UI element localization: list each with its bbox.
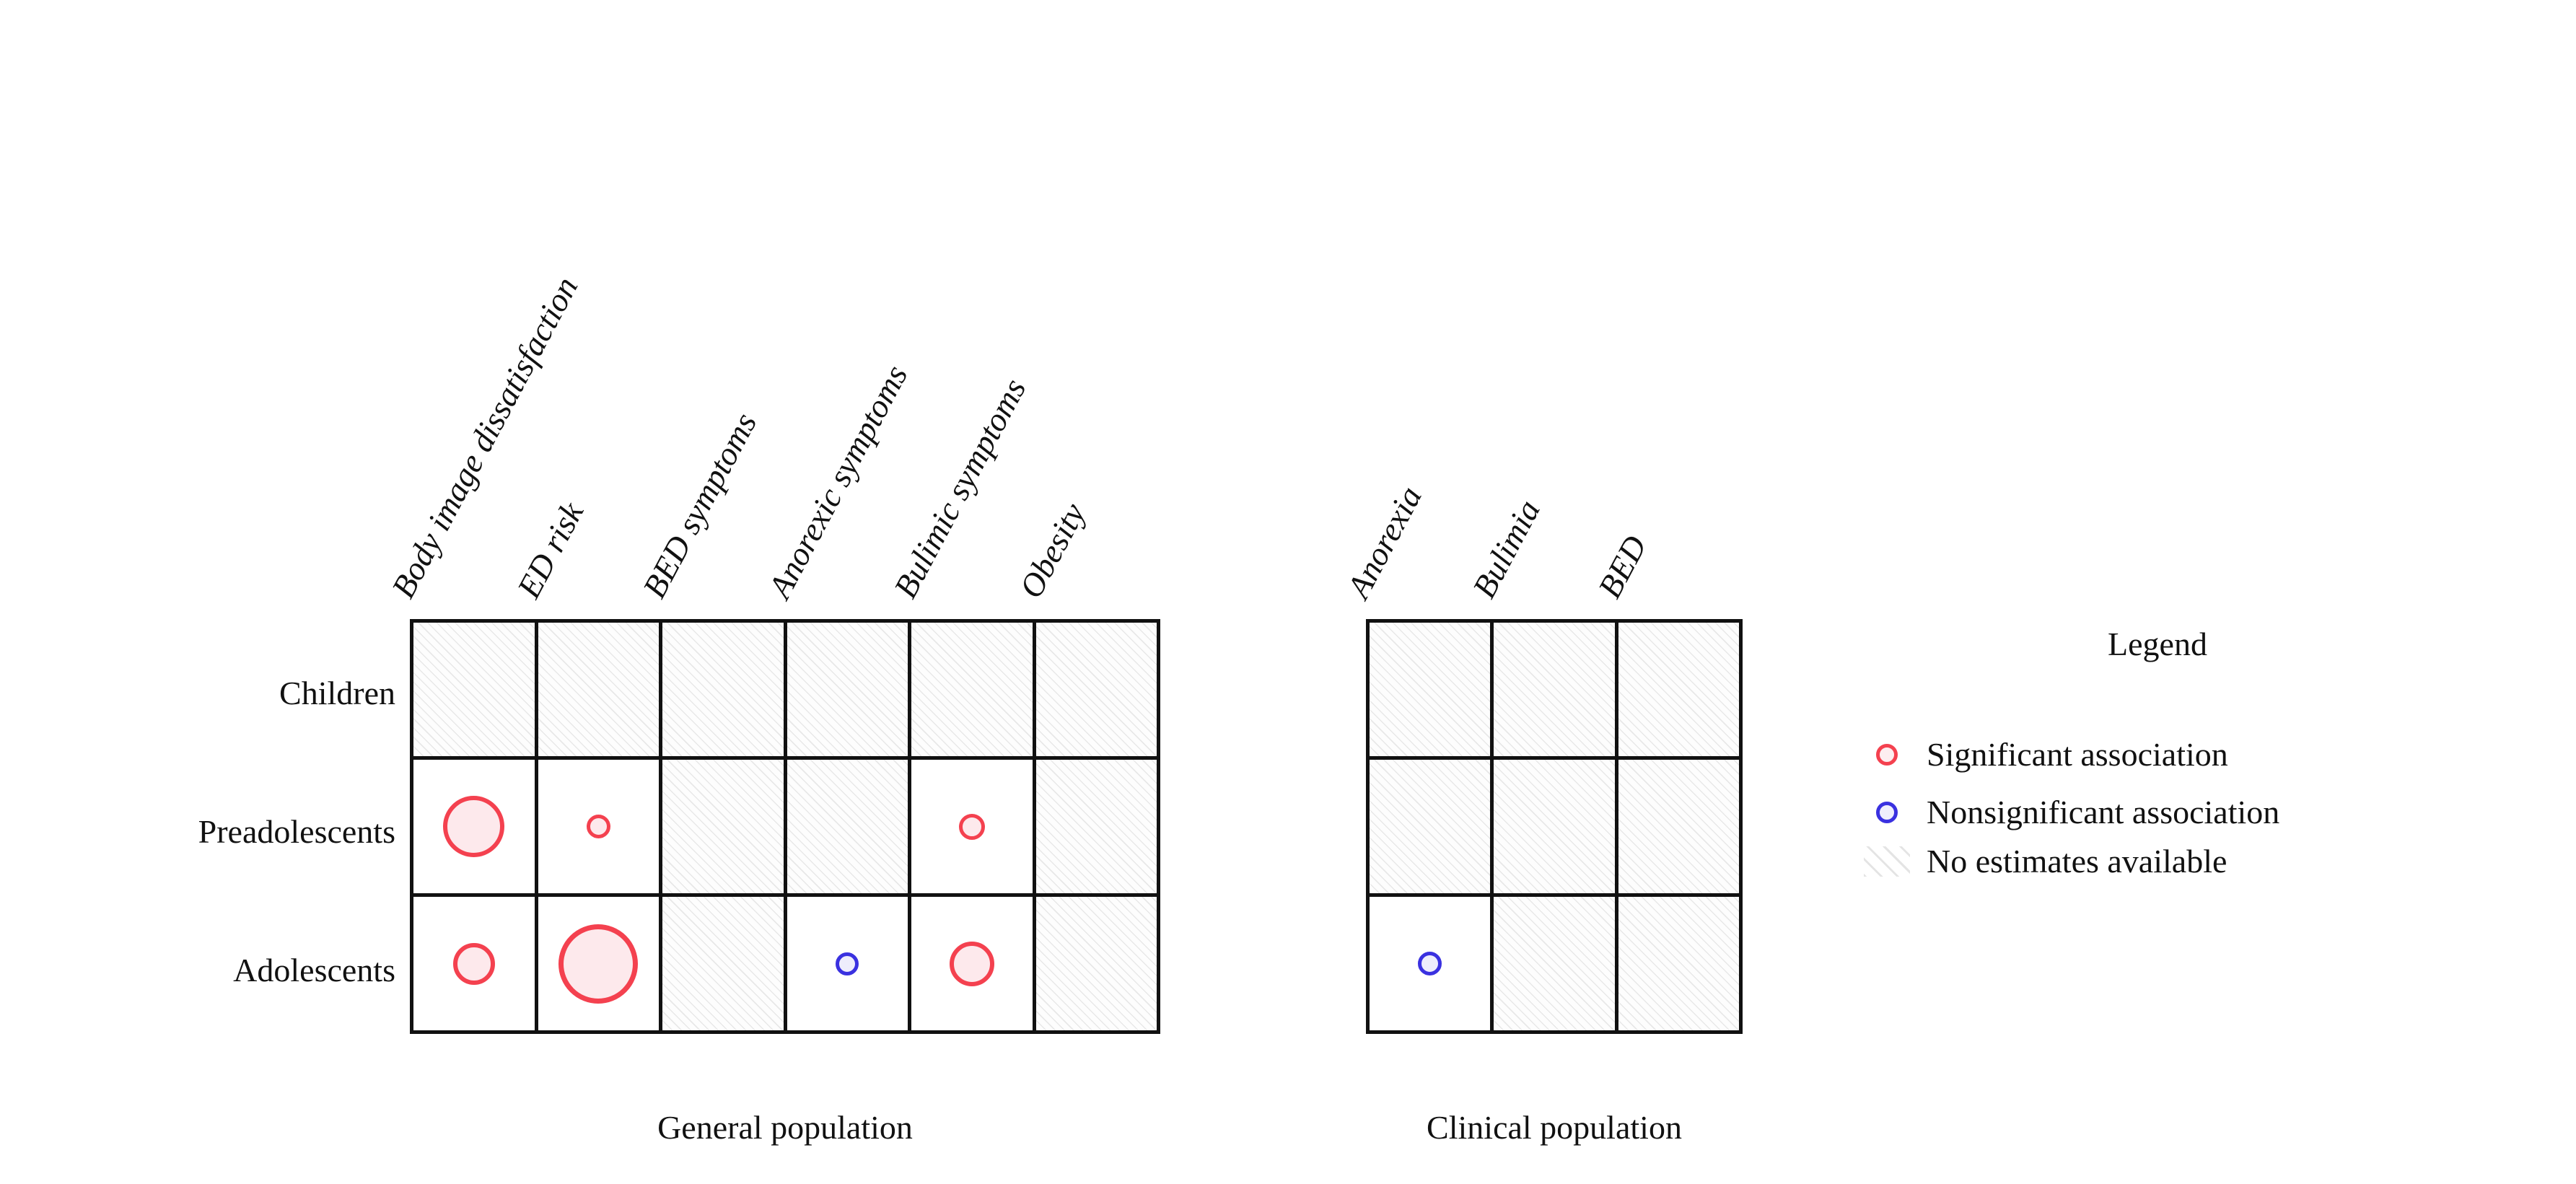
cell-adolescents-anorexic-symptoms[interactable]: [787, 897, 908, 1030]
column-label-bed-symptoms: BED symptoms: [635, 406, 764, 604]
column-label-anorexia: Anorexia: [1339, 480, 1429, 604]
caption-clinical-population: Clinical population: [1427, 1109, 1682, 1146]
cell-preadolescents-bed[interactable]: [1618, 760, 1739, 893]
bubble-significant: [958, 813, 985, 840]
blue-circle-icon: [1876, 802, 1898, 823]
legend-title: Legend: [2108, 626, 2207, 662]
cell-preadolescents-obesity[interactable]: [1035, 760, 1157, 893]
cell-children-bed[interactable]: [1618, 623, 1739, 756]
cell-adolescents-bulimia[interactable]: [1494, 897, 1615, 1030]
legend-label-no-estimates: No estimates available: [1927, 843, 2227, 880]
cell-preadolescents-anorexia[interactable]: [1370, 760, 1491, 893]
red-circle-icon: [1876, 744, 1898, 766]
cell-children-anorexia[interactable]: [1370, 623, 1491, 756]
cell-children-ed-risk[interactable]: [538, 623, 659, 756]
legend-item-significant: Significant association: [1847, 734, 2576, 775]
legend-label-nonsignificant: Nonsignificant association: [1927, 794, 2280, 830]
row-label-children: Children: [279, 675, 395, 711]
bubble-nonsignificant: [836, 952, 859, 975]
column-label-anorexic-symptoms: Anorexic symptoms: [761, 359, 915, 604]
general-population-grid: [410, 619, 1160, 1034]
legend-swatch-significant: [1847, 744, 1927, 766]
column-label-ed-risk: ED risk: [509, 496, 591, 604]
column-label-obesity: Obesity: [1012, 496, 1092, 604]
bubble-significant: [949, 941, 994, 986]
legend-item-no-estimates: No estimates available: [1847, 841, 2576, 882]
legend-swatch-nonsignificant: [1847, 802, 1927, 823]
cell-preadolescents-bulimia[interactable]: [1494, 760, 1615, 893]
bubble-significant: [452, 942, 495, 985]
legend: Legend Significant association Nonsignif…: [1847, 628, 2576, 887]
cell-children-anorexic-symptoms[interactable]: [787, 623, 908, 756]
bubble-significant: [443, 796, 505, 857]
row-label-preadolescents: Preadolescents: [198, 813, 395, 850]
cell-children-bed-symptoms[interactable]: [662, 623, 784, 756]
bubble-nonsignificant: [1418, 952, 1442, 975]
cell-preadolescents-body-image-dissatisfaction[interactable]: [413, 760, 535, 893]
column-label-bed: BED: [1590, 530, 1654, 604]
hatch-swatch-icon: [1864, 846, 1910, 877]
bubble-significant: [558, 924, 639, 1004]
cell-preadolescents-ed-risk[interactable]: [538, 760, 659, 893]
cell-children-obesity[interactable]: [1035, 623, 1157, 756]
legend-label-significant: Significant association: [1927, 736, 2228, 773]
cell-adolescents-obesity[interactable]: [1035, 897, 1157, 1030]
column-label-bulimic-symptoms: Bulimic symptoms: [886, 372, 1033, 604]
cell-children-body-image-dissatisfaction[interactable]: [413, 623, 535, 756]
clinical-population-grid: [1366, 619, 1743, 1034]
column-label-bulimia: Bulimia: [1465, 494, 1548, 604]
cell-adolescents-bed[interactable]: [1618, 897, 1739, 1030]
legend-swatch-no-estimates: [1847, 846, 1927, 877]
cell-children-bulimic-symptoms[interactable]: [911, 623, 1033, 756]
cell-adolescents-bulimic-symptoms[interactable]: [911, 897, 1033, 1030]
cell-adolescents-bed-symptoms[interactable]: [662, 897, 784, 1030]
caption-general-population: General population: [657, 1109, 913, 1146]
row-label-adolescents: Adolescents: [233, 952, 395, 988]
cell-preadolescents-bulimic-symptoms[interactable]: [911, 760, 1033, 893]
cell-preadolescents-bed-symptoms[interactable]: [662, 760, 784, 893]
legend-item-nonsignificant: Nonsignificant association: [1847, 792, 2576, 833]
bubble-significant: [586, 815, 610, 838]
cell-children-bulimia[interactable]: [1494, 623, 1615, 756]
cell-preadolescents-anorexic-symptoms[interactable]: [787, 760, 908, 893]
cell-adolescents-body-image-dissatisfaction[interactable]: [413, 897, 535, 1030]
cell-adolescents-anorexia[interactable]: [1370, 897, 1491, 1030]
cell-adolescents-ed-risk[interactable]: [538, 897, 659, 1030]
